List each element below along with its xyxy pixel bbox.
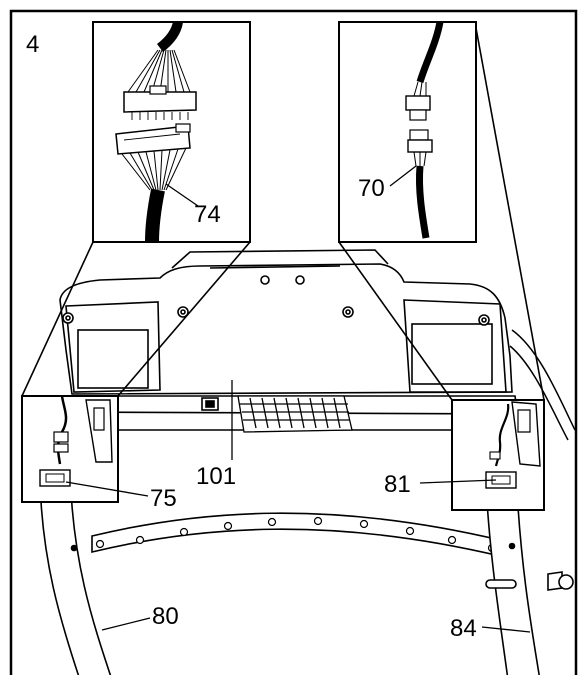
callout-101: 101 bbox=[196, 463, 236, 490]
figure-frame bbox=[9, 9, 578, 680]
leader-80 bbox=[101, 617, 151, 631]
step-number: 4 bbox=[26, 31, 39, 58]
leader-75 bbox=[65, 481, 149, 497]
callout-75: 75 bbox=[150, 485, 177, 512]
leader-84 bbox=[481, 626, 531, 633]
callout-leaders bbox=[65, 380, 531, 633]
callout-81: 81 bbox=[384, 471, 411, 498]
upright-crossbar bbox=[91, 512, 501, 558]
right-detail-box bbox=[451, 399, 545, 511]
inset-connector-74 bbox=[92, 20, 251, 243]
callout-84: 84 bbox=[450, 615, 477, 642]
callout-74: 74 bbox=[194, 201, 221, 228]
left-detail-box bbox=[21, 395, 119, 503]
leader-81 bbox=[419, 479, 497, 484]
console-assembly bbox=[59, 249, 521, 431]
callout-70: 70 bbox=[358, 175, 385, 202]
callout-80: 80 bbox=[152, 603, 179, 630]
inset-connector-70 bbox=[338, 21, 477, 243]
zoom-lines bbox=[21, 27, 545, 401]
vent-grille bbox=[237, 395, 353, 433]
